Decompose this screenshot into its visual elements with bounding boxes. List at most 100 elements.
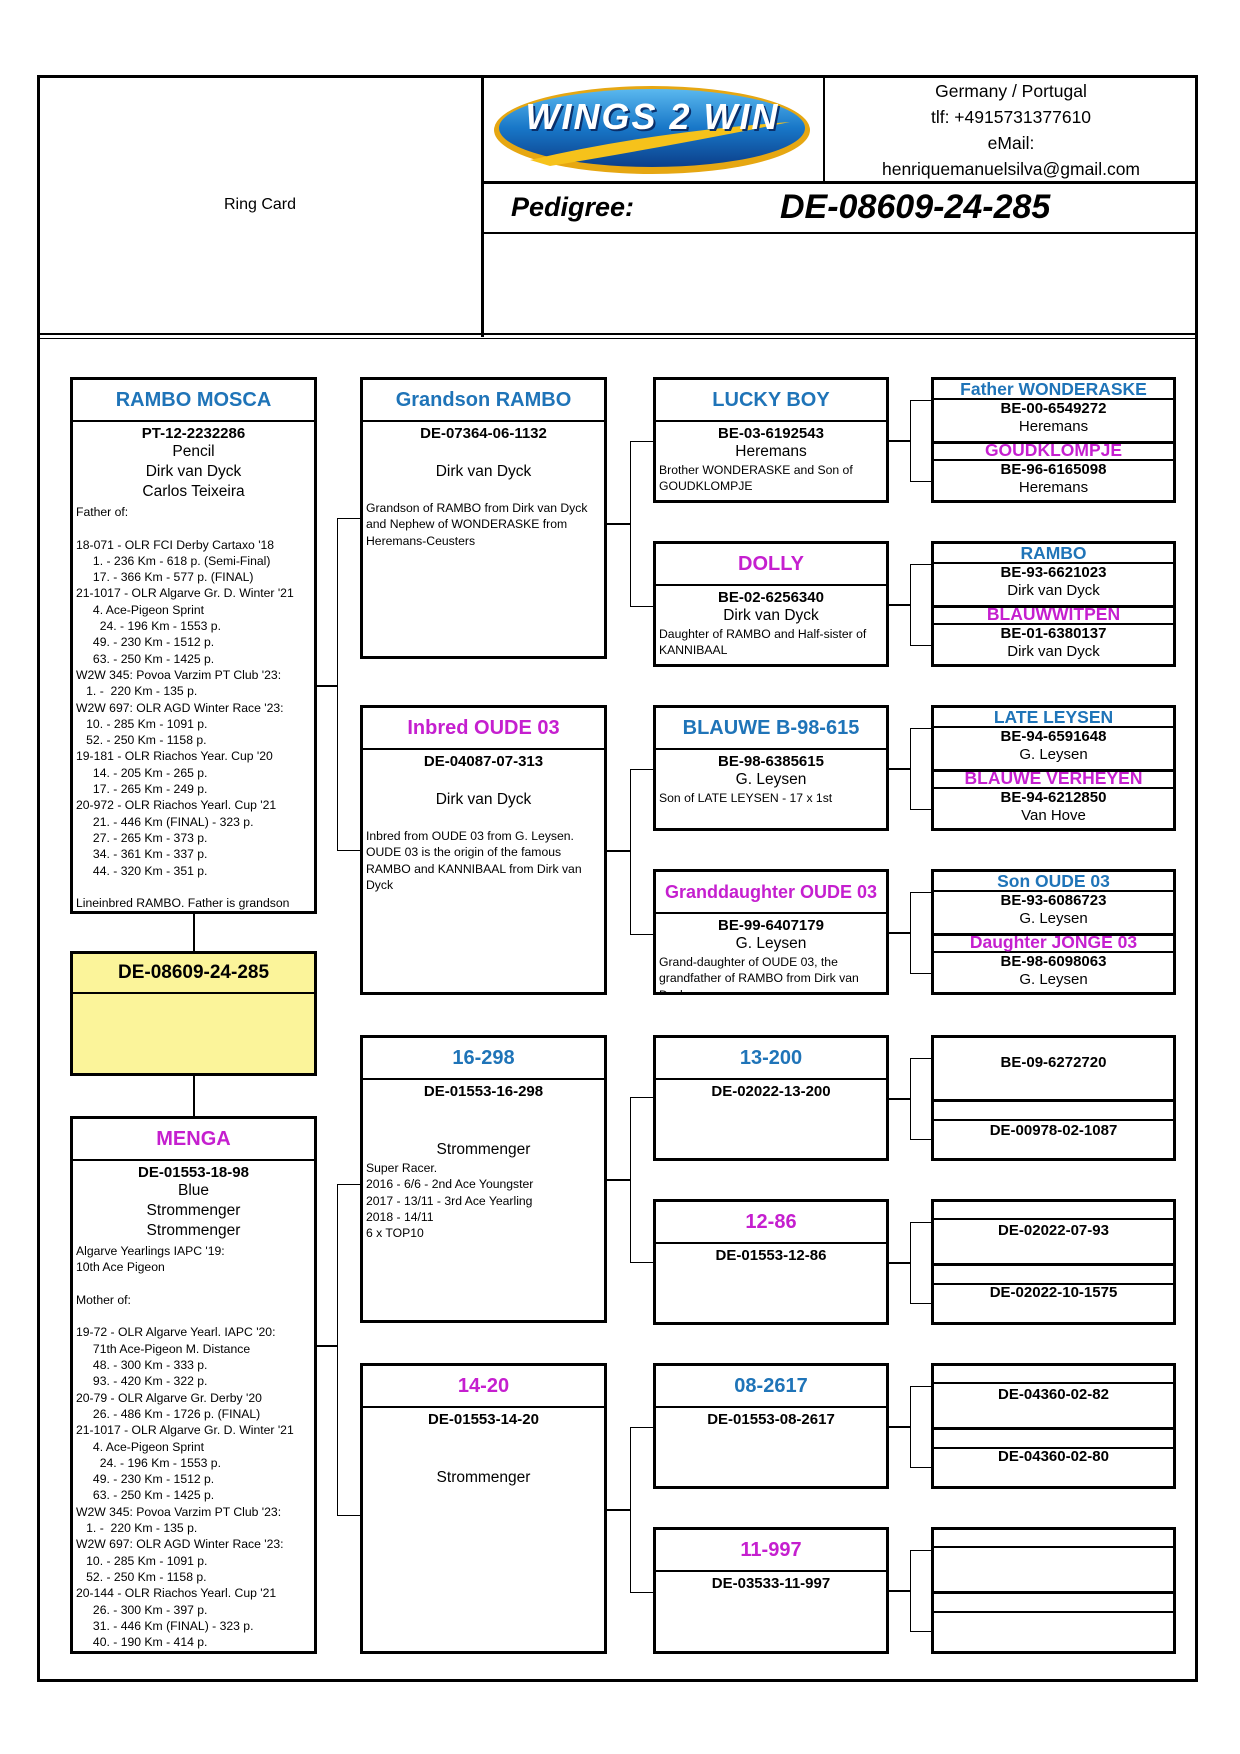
ggp-card-6: 12-86 DE-01553-12-86 bbox=[653, 1199, 889, 1325]
connector-ggp3-bracket bbox=[910, 728, 933, 810]
ggp-card-4: Granddaughter OUDE 03 BE-99-6407179 G. L… bbox=[653, 869, 889, 995]
gggp-divider-7b bbox=[934, 1447, 1173, 1449]
gp-card-3: 16-298 DE-01553-16-298 Strommenger Super… bbox=[360, 1035, 607, 1323]
ggp-name-5: 13-200 bbox=[656, 1038, 886, 1080]
gggp-pair-2: RAMBO BE-93-6621023 Dirk van Dyck BLAUWW… bbox=[931, 541, 1176, 667]
gggp-divider-7 bbox=[934, 1427, 1173, 1430]
gggp-ring-5: BE-94-6591648 bbox=[1000, 728, 1107, 745]
sire-color: Pencil bbox=[172, 443, 215, 460]
sire-subject-link bbox=[193, 913, 195, 953]
gp-line-2a bbox=[363, 770, 604, 790]
ggp-name-1: LUCKY BOY bbox=[656, 380, 886, 422]
ggp-ring-3: BE-98-6385615 bbox=[718, 753, 824, 770]
contact-email-label: eMail: bbox=[987, 133, 1035, 153]
gggp-ring-8: BE-98-6098063 bbox=[1000, 953, 1107, 970]
gggp-divider-8 bbox=[934, 1591, 1173, 1594]
connector-ggp4-bracket bbox=[910, 892, 933, 974]
connector-gp3-stub bbox=[607, 1179, 630, 1181]
logo-text: WINGS 2 WIN bbox=[525, 96, 780, 137]
gp-notes-3: Super Racer. 2016 - 6/6 - 2nd Ace Youngs… bbox=[366, 1161, 534, 1241]
dam-breeder: Strommenger bbox=[146, 1202, 241, 1219]
sire-name: RAMBO MOSCA bbox=[73, 380, 314, 422]
gp-line-3c: Strommenger bbox=[436, 1141, 531, 1158]
connector-ggp2-bracket bbox=[910, 564, 933, 646]
ggp-ring-5: DE-02022-13-200 bbox=[711, 1083, 831, 1100]
ggp-notes-1: Brother WONDERASKE and Son of GOUDKLOMPJ… bbox=[659, 463, 853, 494]
gggp-divider-2 bbox=[934, 605, 1173, 608]
gggp-divider-6b bbox=[934, 1283, 1173, 1285]
ggp-breeder-3: G. Leysen bbox=[735, 771, 807, 788]
ggp-breeder-2: Dirk van Dyck bbox=[723, 607, 819, 624]
header-rule-bottom bbox=[37, 333, 1198, 335]
gggp-ring-11: DE-02022-07-93 bbox=[998, 1222, 1109, 1239]
ggp-ring-6: DE-01553-12-86 bbox=[715, 1247, 827, 1264]
connector-ggp6-bracket bbox=[910, 1222, 933, 1304]
gggp-name-4: BLAUWWITPEN bbox=[934, 604, 1173, 625]
header-divider-right bbox=[823, 75, 825, 183]
connector-gp3-bracket bbox=[630, 1097, 655, 1263]
gp-name-2: Inbred OUDE 03 bbox=[363, 708, 604, 750]
connector-ggp1-bracket bbox=[910, 400, 933, 482]
gggp-breeder-6: Van Hove bbox=[1021, 807, 1086, 824]
gggp-ring-3: BE-93-6621023 bbox=[1000, 564, 1107, 581]
gggp-ring-9: BE-09-6272720 bbox=[1000, 1054, 1107, 1071]
brand-logo: WINGS 2 WIN bbox=[490, 82, 815, 178]
gp-line-4b bbox=[363, 1448, 604, 1468]
gggp-breeder-1: Heremans bbox=[1018, 418, 1089, 435]
connector-gp1-bracket bbox=[630, 441, 655, 607]
subject-ring: DE-08609-24-285 bbox=[73, 954, 314, 994]
connector-sire-stub bbox=[317, 685, 337, 687]
gggp-ring-10: DE-00978-02-1087 bbox=[989, 1122, 1118, 1139]
ggp-name-8: 11-997 bbox=[656, 1530, 886, 1572]
gp-card-4: 14-20 DE-01553-14-20 Strommenger bbox=[360, 1363, 607, 1654]
gggp-ring-4: BE-01-6380137 bbox=[1000, 625, 1107, 642]
ggp-name-3: BLAUWE B-98-615 bbox=[656, 708, 886, 750]
gggp-divider-5 bbox=[934, 1099, 1173, 1102]
connector-ggp2-stub bbox=[889, 604, 910, 606]
gggp-divider-8a bbox=[934, 1546, 1173, 1548]
gggp-name-5: LATE LEYSEN bbox=[934, 708, 1173, 728]
gp-line-2b: Dirk van Dyck bbox=[435, 791, 532, 808]
contact-email: henriquemanuelsilva@gmail.com bbox=[881, 159, 1141, 179]
connector-ggp1-stub bbox=[889, 440, 910, 442]
gggp-ring-13: DE-04360-02-82 bbox=[998, 1386, 1109, 1403]
ggp-card-2: DOLLY BE-02-6256340 Dirk van Dyck Daught… bbox=[653, 541, 889, 667]
connector-gp1-stub bbox=[607, 523, 630, 525]
header-rule-1 bbox=[481, 181, 1198, 184]
sire-breeder: Dirk van Dyck bbox=[145, 463, 242, 480]
ggp-card-7: 08-2617 DE-01553-08-2617 bbox=[653, 1363, 889, 1489]
ggp-breeder-4: G. Leysen bbox=[735, 935, 807, 952]
gggp-breeder-4: Dirk van Dyck bbox=[1007, 643, 1100, 660]
gggp-divider-8b bbox=[934, 1611, 1173, 1613]
page-frame bbox=[37, 75, 1198, 1682]
gggp-pair-5: BE-09-6272720 DE-00978-02-1087 bbox=[931, 1035, 1176, 1161]
ggp-name-7: 08-2617 bbox=[656, 1366, 886, 1408]
connector-ggp6-stub bbox=[889, 1262, 910, 1264]
ggp-notes-4: Grand-daughter of OUDE 03, the grandfath… bbox=[659, 955, 859, 995]
connector-sire-bracket bbox=[337, 518, 362, 851]
ggp-name-6: 12-86 bbox=[656, 1202, 886, 1244]
dam-color: Blue bbox=[177, 1182, 210, 1199]
gggp-ring-7: BE-93-6086723 bbox=[1000, 892, 1107, 909]
gp-line-4a bbox=[363, 1428, 604, 1448]
ggp-name-4: Granddaughter OUDE 03 bbox=[656, 872, 886, 914]
subject-card: DE-08609-24-285 bbox=[70, 951, 317, 1076]
gggp-pair-4: Son OUDE 03 BE-93-6086723 G. Leysen Daug… bbox=[931, 869, 1176, 995]
dam-owner: Strommenger bbox=[146, 1222, 241, 1239]
ggp-ring-1: BE-03-6192543 bbox=[718, 425, 824, 442]
gp-line-3b bbox=[363, 1120, 604, 1140]
ggp-card-5: 13-200 DE-02022-13-200 bbox=[653, 1035, 889, 1161]
connector-ggp4-stub bbox=[889, 932, 910, 934]
ggp-ring-8: DE-03533-11-997 bbox=[711, 1575, 831, 1592]
gggp-ring-6: BE-94-6212850 bbox=[1000, 789, 1107, 806]
ggp-breeder-1: Heremans bbox=[735, 443, 807, 460]
subject-dam-link bbox=[193, 1075, 195, 1118]
connector-ggp3-stub bbox=[889, 768, 910, 770]
gp-notes-2: Inbred from OUDE 03 from G. Leysen. OUDE… bbox=[366, 829, 582, 892]
header-rule-bottom-2 bbox=[37, 338, 1198, 339]
ggp-notes-2: Daughter of RAMBO and Half-sister of KAN… bbox=[659, 627, 867, 658]
gp-notes-1: Grandson of RAMBO from Dirk van Dyck and… bbox=[366, 501, 588, 548]
gp-name-1: Grandson RAMBO bbox=[363, 380, 604, 422]
connector-gp4-bracket bbox=[630, 1427, 655, 1593]
ggp-ring-4: BE-99-6407179 bbox=[718, 917, 824, 934]
